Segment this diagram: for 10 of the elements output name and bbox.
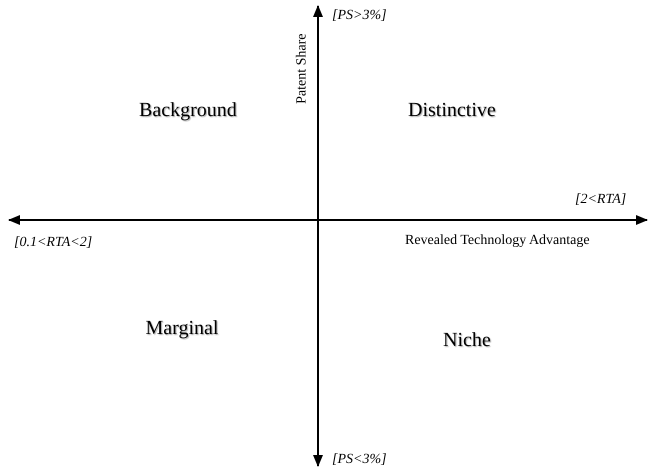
range-label: [PS>3%] <box>332 8 387 24</box>
quadrant-label: Niche <box>443 329 491 351</box>
quadrant-label: Background <box>139 99 237 121</box>
quadrant-label: Distinctive <box>408 99 496 121</box>
range-label: [2<RTA] <box>575 192 626 208</box>
quadrant-label: Marginal <box>146 317 218 339</box>
range-label: [PS<3%] <box>332 452 387 468</box>
range-label: [0.1<RTA<2] <box>14 235 92 250</box>
axis-title: Patent Share <box>294 33 310 104</box>
axis-title: Revealed Technology Advantage <box>405 233 590 248</box>
